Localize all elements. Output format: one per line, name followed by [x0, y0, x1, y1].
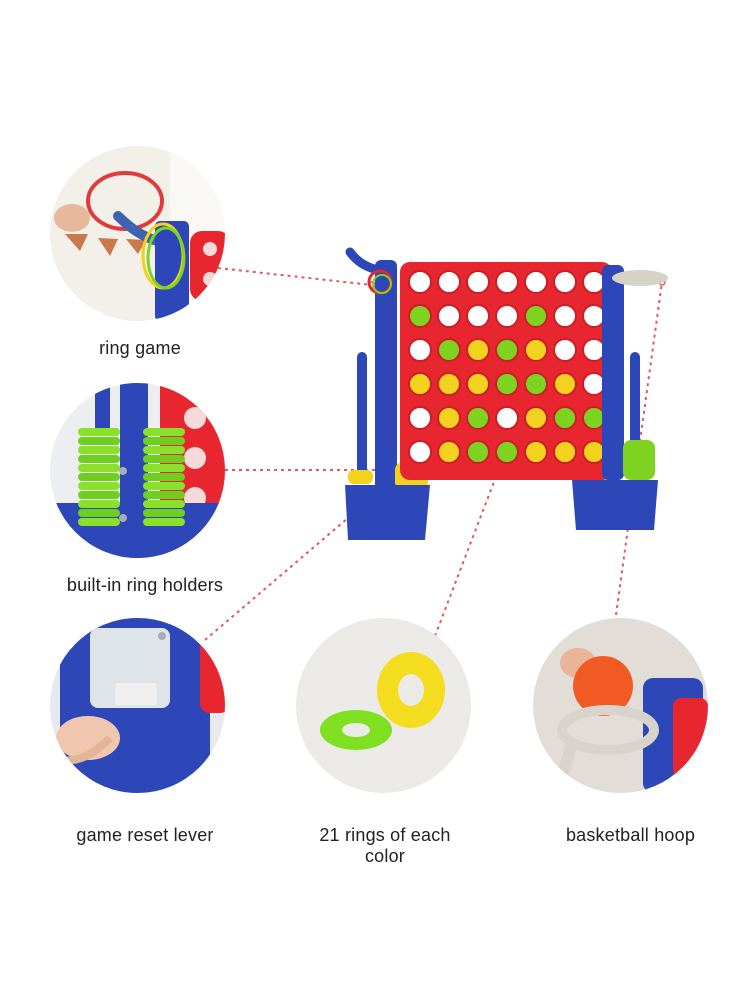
grid-hole [408, 304, 432, 328]
green-ring [143, 455, 185, 463]
green-ring [78, 464, 120, 472]
green-ring [143, 437, 185, 445]
green-ring [78, 518, 120, 526]
grid-hole [466, 372, 490, 396]
grid-hole [437, 304, 461, 328]
grid-hole [408, 338, 432, 362]
reset-lever-label: game reset lever [76, 825, 214, 845]
green-ring [78, 446, 120, 454]
green-ring [78, 482, 120, 490]
grid-hole [524, 406, 548, 430]
grid-hole [524, 338, 548, 362]
rings-label: 21 rings of each color [296, 825, 474, 867]
grid-hole [553, 338, 577, 362]
grid-hole [553, 406, 577, 430]
grid-hole [437, 440, 461, 464]
grid-hole [582, 440, 606, 464]
green-ring [143, 473, 185, 481]
green-ring [78, 437, 120, 445]
grid-hole [553, 372, 577, 396]
grid-hole [408, 406, 432, 430]
grid-hole [582, 372, 606, 396]
grid-hole [553, 270, 577, 294]
green-ring [78, 509, 120, 517]
grid-hole [524, 270, 548, 294]
green-ring [78, 491, 120, 499]
grid-hole [553, 440, 577, 464]
ring-holders-photo [50, 383, 225, 558]
grid-hole [495, 270, 519, 294]
grid-hole [437, 406, 461, 430]
green-ring [78, 473, 120, 481]
grid-hole [437, 270, 461, 294]
grid-hole [408, 372, 432, 396]
basketball-hoop-label: basketball hoop [565, 825, 696, 845]
green-ring [143, 428, 185, 436]
grid-hole [553, 304, 577, 328]
green-ring [78, 500, 120, 508]
green-ring [143, 509, 185, 517]
grid-hole [582, 406, 606, 430]
grid-hole [466, 304, 490, 328]
grid-hole [437, 372, 461, 396]
grid-hole [466, 406, 490, 430]
rings-label-line1: 21 rings of each [319, 825, 451, 845]
grid-hole [437, 338, 461, 362]
green-ring [78, 455, 120, 463]
grid-hole [466, 440, 490, 464]
rings-label-line2: color [364, 846, 405, 866]
grid-hole [582, 338, 606, 362]
ring-game-label: ring game [99, 338, 181, 358]
grid-hole [524, 372, 548, 396]
grid-hole [582, 304, 606, 328]
green-ring [78, 428, 120, 436]
reset-lever-photo [50, 618, 225, 793]
grid-hole [466, 270, 490, 294]
grid-hole [524, 440, 548, 464]
ring-holders-label: built-in ring holders [66, 575, 224, 595]
grid-hole [466, 338, 490, 362]
green-ring [143, 482, 185, 490]
green-ring [143, 491, 185, 499]
connect-four-game-image [345, 247, 668, 540]
green-ring [143, 518, 185, 526]
grid-hole [524, 304, 548, 328]
grid-hole [495, 304, 519, 328]
green-ring [143, 446, 185, 454]
grid-hole [495, 372, 519, 396]
green-ring [143, 500, 185, 508]
grid-hole [495, 338, 519, 362]
grid-hole [582, 270, 606, 294]
grid-hole [495, 406, 519, 430]
grid-hole [408, 440, 432, 464]
grid-hole [495, 440, 519, 464]
ring-game-photo [50, 146, 225, 321]
grid-hole [408, 270, 432, 294]
rings-photo [296, 618, 471, 793]
basketball-hoop-photo [533, 618, 708, 793]
green-ring [143, 464, 185, 472]
